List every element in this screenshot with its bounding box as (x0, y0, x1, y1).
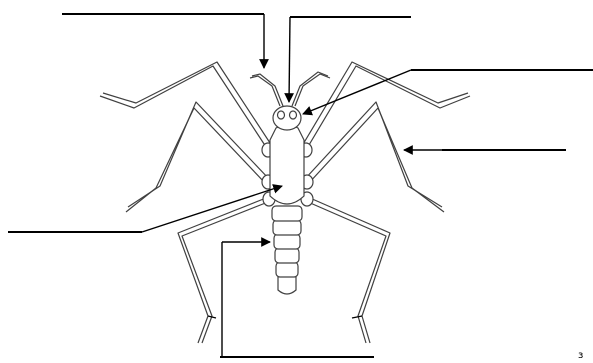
head (273, 106, 301, 130)
eye-icon (290, 111, 297, 119)
insect-body (262, 106, 313, 294)
antennae (250, 72, 330, 106)
hind-right-leg (308, 198, 390, 343)
eye-icon (278, 111, 285, 119)
front-left-leg (100, 62, 272, 150)
left-antenna (250, 76, 280, 106)
thorax (270, 125, 304, 204)
leg-tips (208, 316, 362, 318)
middle-left-leg (126, 102, 270, 212)
hind-left-leg (178, 198, 268, 343)
corner-mark: ɜ (578, 350, 583, 361)
abdomen (272, 206, 302, 294)
